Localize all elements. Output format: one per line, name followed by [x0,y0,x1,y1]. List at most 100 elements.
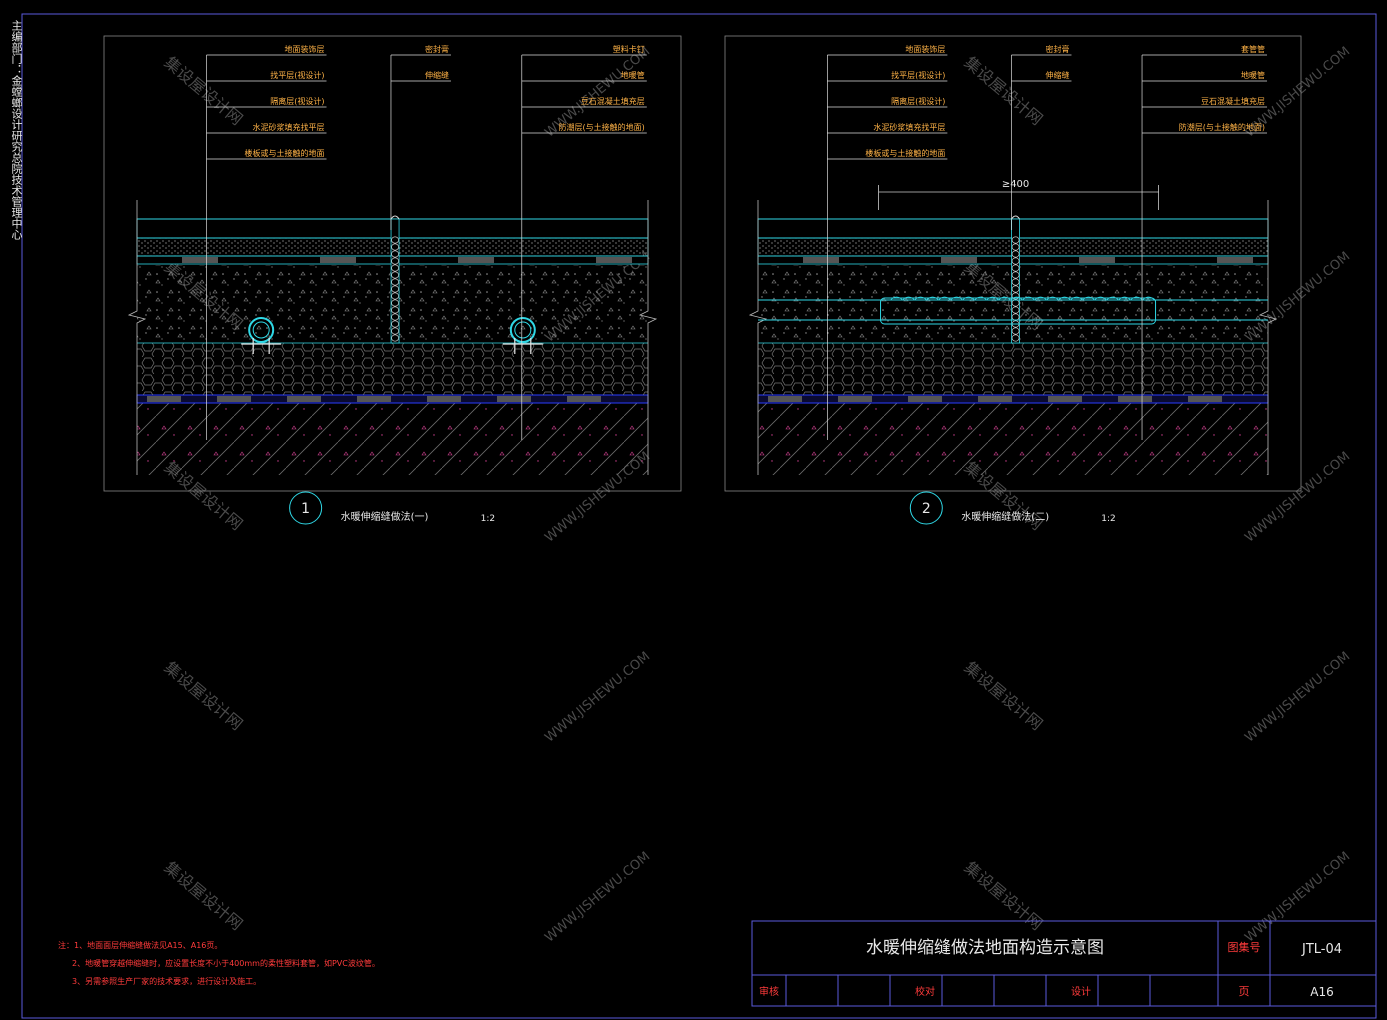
layer-label: 隔离层(视设计) [891,96,945,106]
joint-filler [391,299,399,307]
separation-block [941,257,977,263]
sleeve-corrugation [1094,296,1107,301]
damp-proof-block [768,396,802,402]
heating-pipe [509,317,536,343]
detail-scale: 1:2 [481,514,495,524]
expansion-joint [1011,218,1020,344]
layer-label: 防潮层(与土接触的地面) [1179,122,1265,132]
sleeve-corrugation [1022,296,1035,301]
watermark-layer: 集设屋设计网 WWW.JISHEWU.COM 集设屋设计网 WWW.JISHEWU.C… [161,44,1354,945]
outer-frame [21,13,1377,1019]
joint-filler [391,292,399,300]
atlas-value: JTL-04 [1301,942,1342,957]
separation-block [320,257,356,263]
joint-label: 伸缩缝 [1045,70,1069,80]
joint-filler [391,320,399,328]
joint-filler [1011,334,1020,342]
detail-title: 水暖伸缩缝做法(二) [961,510,1049,523]
left-edge-break [748,200,768,475]
sleeve-corrugation [938,296,951,301]
design-label: 设计 [1071,985,1091,998]
slab-layer [137,403,648,475]
joint-filler [391,306,399,314]
detail-frame [724,35,1302,492]
check-label: 校对 [915,985,935,998]
detail-frame [103,35,682,492]
expansion-joint [390,218,400,344]
joint-filler [1011,306,1020,314]
joint-filler [391,264,399,272]
watermark-text: 集设屋设计网 [961,858,1047,934]
sleeve-corrugation [1130,296,1143,301]
sleeve-corrugation [890,296,903,301]
watermark-text: 集设屋设计网 [161,53,247,129]
dimension-text: ≥400 [1002,179,1029,190]
damp-proof-block [908,396,942,402]
atlas-label: 图集号 [1228,940,1261,954]
note-1: 注：1、地面面层伸缩缝做法见A15、A16页。 [58,941,223,950]
sleeve-corrugation [1010,296,1023,301]
joint-filler [1011,271,1020,279]
sleeve-corrugation [950,296,963,301]
joint-filler [1011,236,1020,244]
detail-scale: 1:2 [1101,514,1115,524]
sealant [1011,215,1020,220]
sleeve-corrugation [1058,296,1071,301]
layer-label: 防潮层(与土接触的地面) [559,122,645,132]
separation-block [1079,257,1115,263]
layer-label: 楼板或与土接触的地面 [865,148,945,158]
sleeve-corrugation [1070,296,1083,301]
sleeve-corrugation [1034,296,1047,301]
watermark-text: WWW.JISHEWU.COM [542,649,653,745]
left-edge-break [127,200,147,475]
detail-number: 2 [922,501,931,517]
separation-block [596,257,632,263]
heating-pipe-inner [252,321,270,339]
joint-filler [391,243,399,251]
joint-filler [391,236,399,244]
joint-filler [391,278,399,286]
watermark-text: WWW.JISHEWU.COM [1242,649,1353,745]
page-value: A16 [1310,985,1333,999]
joint-filler [1011,250,1020,258]
sleeve-pipe [880,297,1157,325]
damp-proof-block [978,396,1012,402]
layer-label: 地面装饰层 [905,44,945,54]
detail-number-circle [909,491,943,525]
notes-block: 注：1、地面面层伸缩缝做法见A15、A16页。 2、地暖管穿越伸缩缝时，应设置长… [58,937,380,991]
sleeve-corrugation [962,296,975,301]
note-2: 2、地暖管穿越伸缩缝时，应设置长度不小于400mm的柔性塑料套管，如PVC波纹管… [72,959,380,968]
joint-label: 伸缩缝 [425,70,449,80]
separation-block [1217,257,1253,263]
damp-proof-block [567,396,601,402]
detail-number-circle [289,491,323,525]
sleeve-corrugation [914,296,927,301]
layer-label: 塑料卡钉 [613,44,645,54]
damp-proof-block [357,396,391,402]
detail-2-section: ≥400地面装饰层找平层(视设计)隔离层(视设计)水泥砂浆填充找平层楼板或与土接… [724,35,1302,525]
damp-proof-block [1188,396,1222,402]
slab-layer [758,403,1268,475]
detail-1-section: 地面装饰层找平层(视设计)隔离层(视设计)水泥砂浆填充找平层楼板或与土接触的地面… [103,35,682,525]
damp-proof-block [427,396,461,402]
watermark-text: WWW.JISHEWU.COM [542,849,653,945]
watermark-text: WWW.JISHEWU.COM [1242,849,1353,945]
watermark-text: 集设屋设计网 [961,53,1047,129]
damp-proof-block [1118,396,1152,402]
sleeve-corrugation [902,296,915,301]
layer-label: 找平层(视设计) [270,70,324,80]
layer-label: 地面装饰层 [284,44,324,54]
layer-label: 地暖管 [621,70,645,80]
page-label: 页 [1239,985,1250,998]
plastic-clip [502,338,543,354]
layer-label: 地暖管 [1241,70,1265,80]
sleeve-corrugation [1082,296,1095,301]
watermark-text: 集设屋设计网 [961,658,1047,734]
sleeve-corrugation [1106,296,1119,301]
right-edge-break [638,200,658,475]
layer-label: 套管管 [1241,44,1265,54]
damp-proof-block [838,396,872,402]
title-block: 水暖伸缩缝做法地面构造示意图 图集号 JTL-04 审核 校对 设计 页 A16 [751,920,1377,1007]
sleeve-corrugation [1046,296,1059,301]
